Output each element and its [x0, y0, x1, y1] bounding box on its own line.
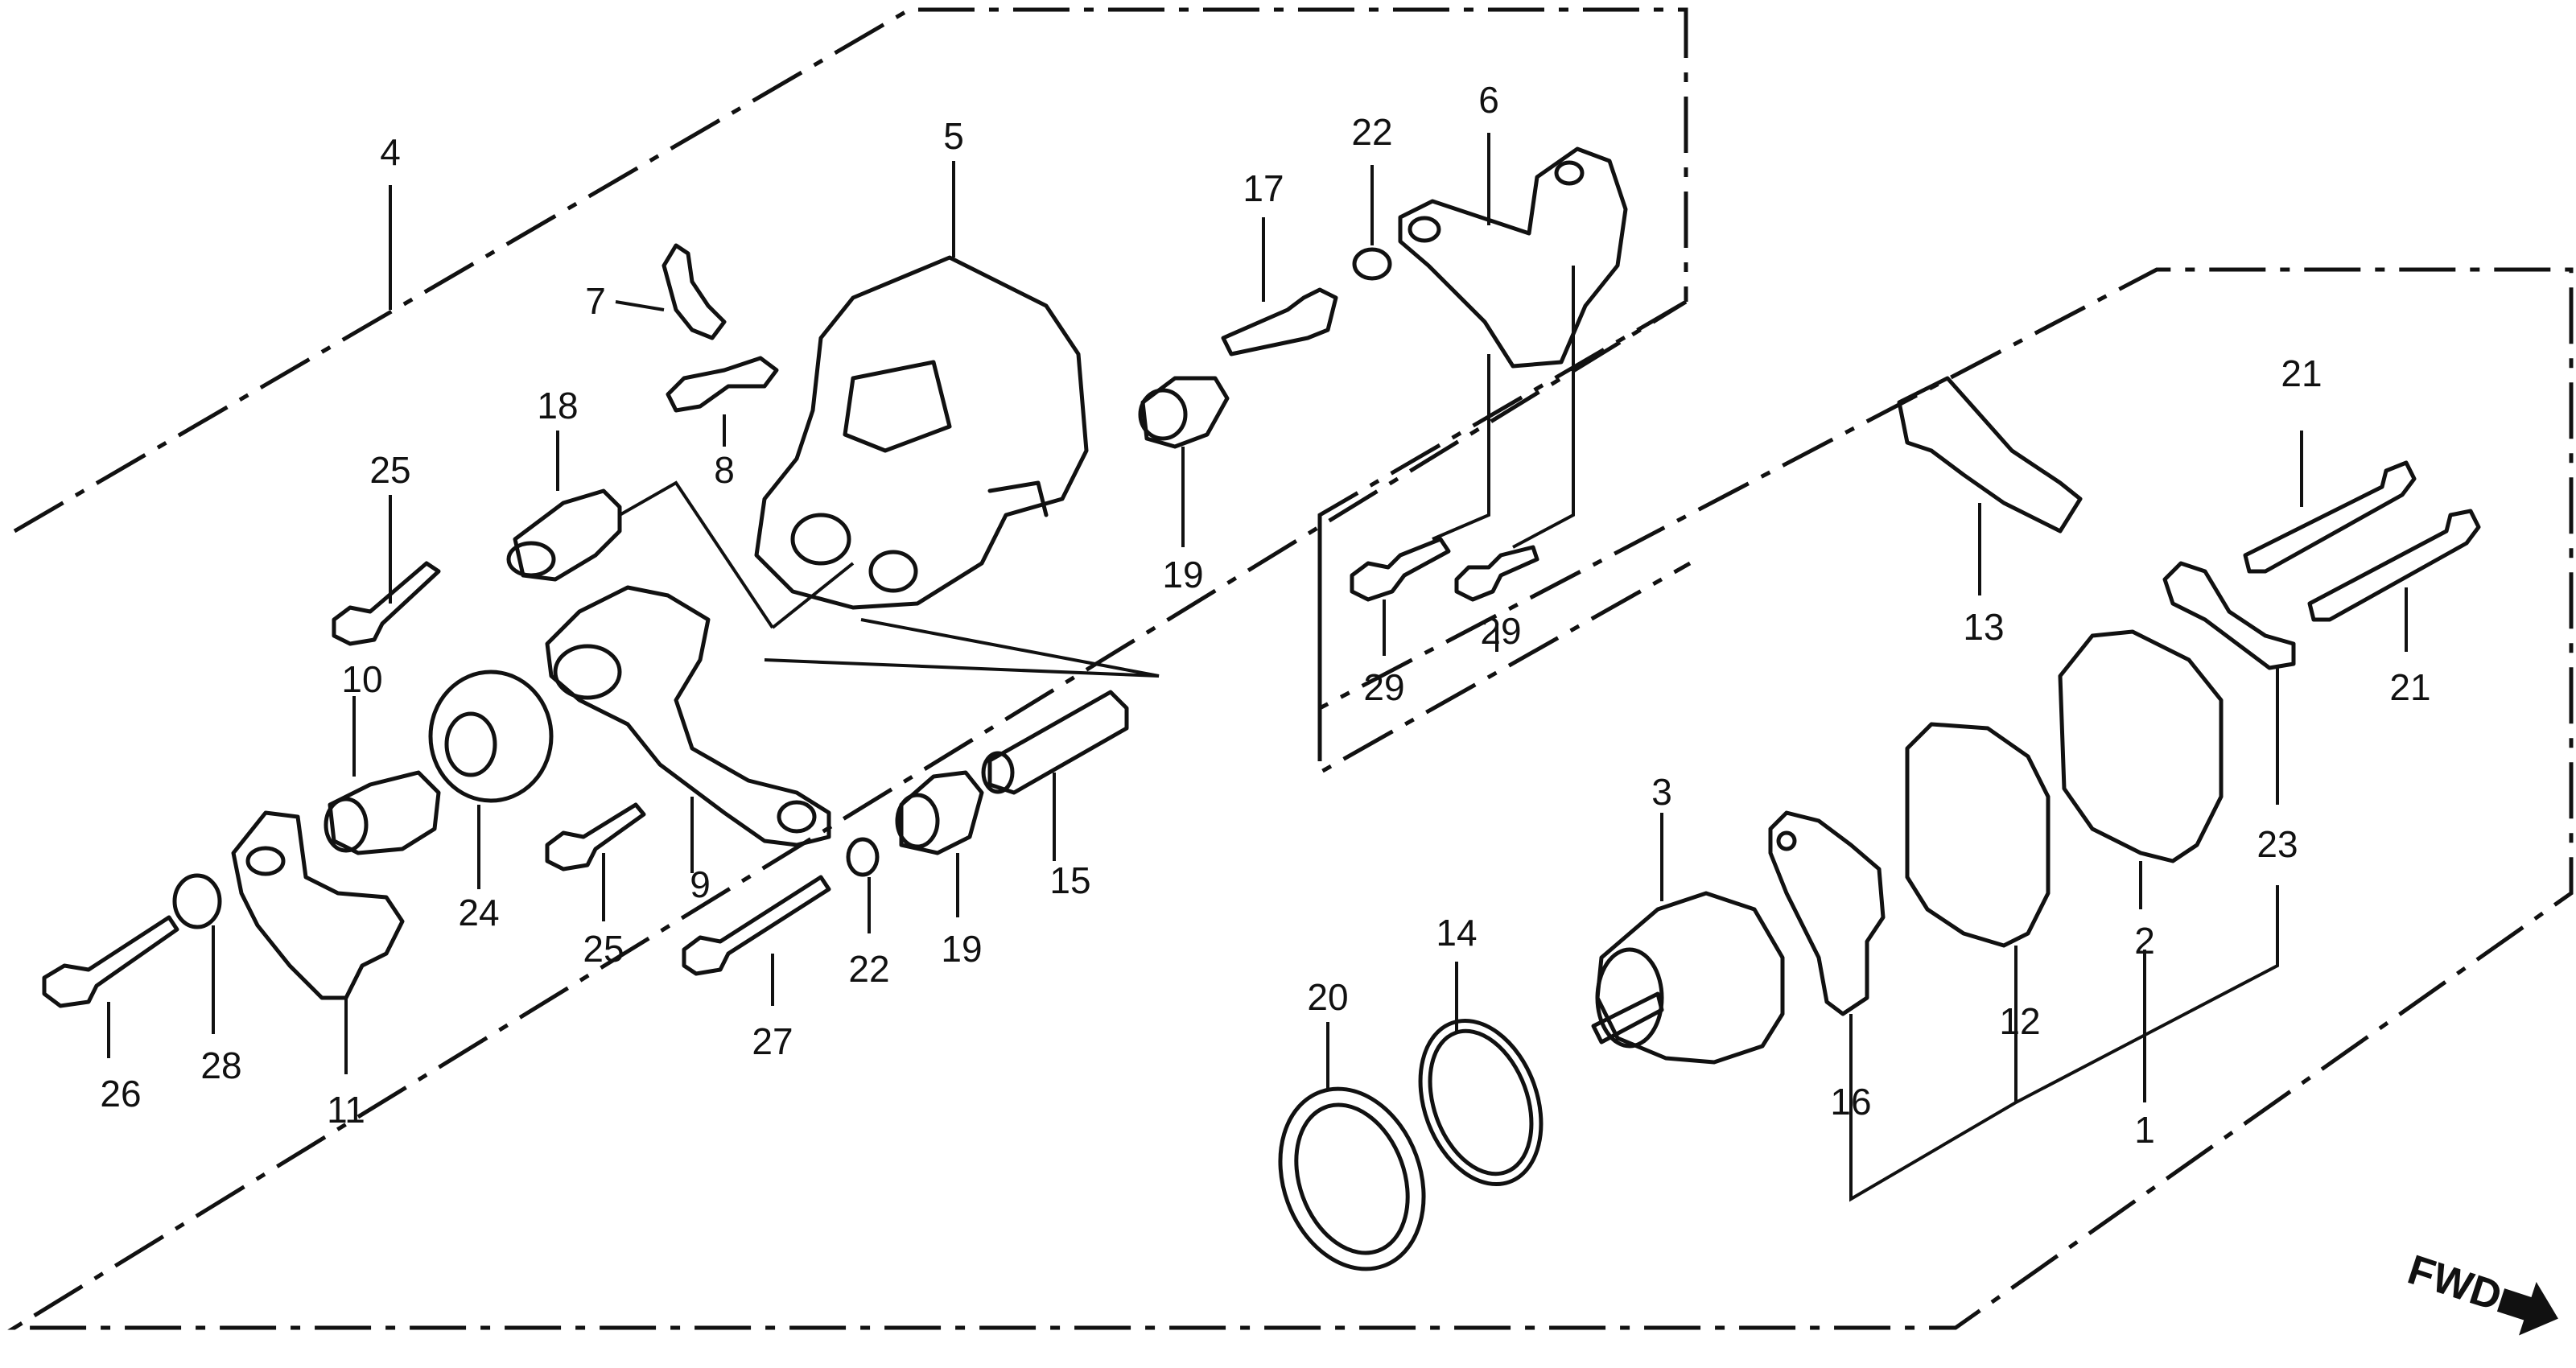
part-label-6: 6	[1478, 79, 1499, 121]
cam-lever	[231, 810, 405, 1000]
slide-sleeve	[981, 690, 1129, 795]
part-label-25-bottom: 25	[583, 928, 624, 970]
part-label-26: 26	[100, 1073, 141, 1115]
bolt-25-top	[332, 561, 441, 646]
part-label-14: 14	[1436, 912, 1477, 954]
part-label-29-left: 29	[1363, 666, 1404, 708]
caliper-body	[754, 255, 1089, 610]
part-label-5: 5	[943, 115, 964, 157]
washer-top	[1352, 247, 1392, 281]
part-label-24: 24	[458, 892, 499, 933]
part-label-18: 18	[537, 385, 578, 426]
adjuster-ring	[428, 670, 554, 803]
pin-clip	[2162, 561, 2296, 670]
part-label-1: 1	[2134, 1109, 2155, 1151]
part-label-10: 10	[341, 658, 382, 700]
bolt-26	[42, 915, 179, 1008]
bracket-bolt-right	[1454, 545, 1539, 602]
pad-shim	[1768, 810, 1886, 1016]
part-label-20: 20	[1307, 976, 1348, 1018]
part-label-17: 17	[1243, 167, 1284, 209]
part-label-4: 4	[380, 131, 401, 173]
brake-lever-arm	[545, 585, 831, 847]
part-label-8: 8	[714, 449, 735, 491]
nut	[172, 873, 222, 929]
bolt-25-bottom	[545, 802, 646, 871]
part-label-16: 16	[1830, 1081, 1871, 1123]
brake-pad-outer	[2058, 629, 2224, 863]
part-label-15: 15	[1049, 859, 1090, 901]
bracket-bolt-left	[1350, 537, 1451, 602]
part-label-19-top: 19	[1162, 554, 1203, 595]
bleeder-valve	[662, 243, 727, 340]
part-label-28: 28	[200, 1045, 241, 1086]
piston	[1591, 891, 1785, 1065]
part-label-2: 2	[2134, 920, 2155, 962]
brake-pad-inner	[1905, 722, 2050, 948]
mounting-bracket	[1398, 146, 1628, 549]
part-label-7: 7	[585, 280, 606, 322]
part-label-29-right: 29	[1480, 610, 1521, 652]
assembly-frame	[7, 7, 2574, 1330]
part-label-3: 3	[1651, 771, 1672, 813]
pad-spring	[1897, 376, 2083, 534]
forward-label: FWD	[2402, 1246, 2508, 1321]
piston-seal	[1418, 1018, 1544, 1187]
washer-bottom	[846, 837, 880, 877]
leader-lines	[107, 133, 2408, 1102]
part-label-19-bottom: 19	[941, 928, 982, 970]
part-label-22-top: 22	[1351, 111, 1392, 153]
caliper-bolt	[1221, 287, 1338, 356]
part-label-25-top: 25	[369, 449, 410, 491]
forward-direction-indicator: FWD	[2402, 1246, 2558, 1336]
adjuster	[324, 770, 441, 855]
boot-bottom	[895, 770, 984, 855]
part-label-23: 23	[2257, 823, 2298, 865]
part-label-22-bottom: 22	[848, 948, 889, 990]
part-label-12: 12	[1999, 1000, 2040, 1042]
boot-top	[1138, 376, 1230, 449]
part-label-27: 27	[752, 1020, 793, 1062]
part-label-9: 9	[690, 863, 711, 905]
bleeder-cap	[666, 356, 779, 413]
part-label-11: 11	[327, 1089, 365, 1131]
part-label-21-bottom: 21	[2389, 666, 2430, 708]
forward-arrow-icon	[2496, 1281, 2558, 1336]
dust-seal	[1278, 1086, 1426, 1271]
pad-pin-upper	[2243, 460, 2417, 574]
part-label-13: 13	[1963, 606, 2004, 648]
pad-set-bracket	[1849, 885, 2279, 1202]
bolt-27	[682, 875, 831, 976]
part-label-21-top: 21	[2281, 352, 2322, 394]
slide-pin	[506, 480, 1160, 678]
pad-pin-lower	[2307, 509, 2481, 622]
